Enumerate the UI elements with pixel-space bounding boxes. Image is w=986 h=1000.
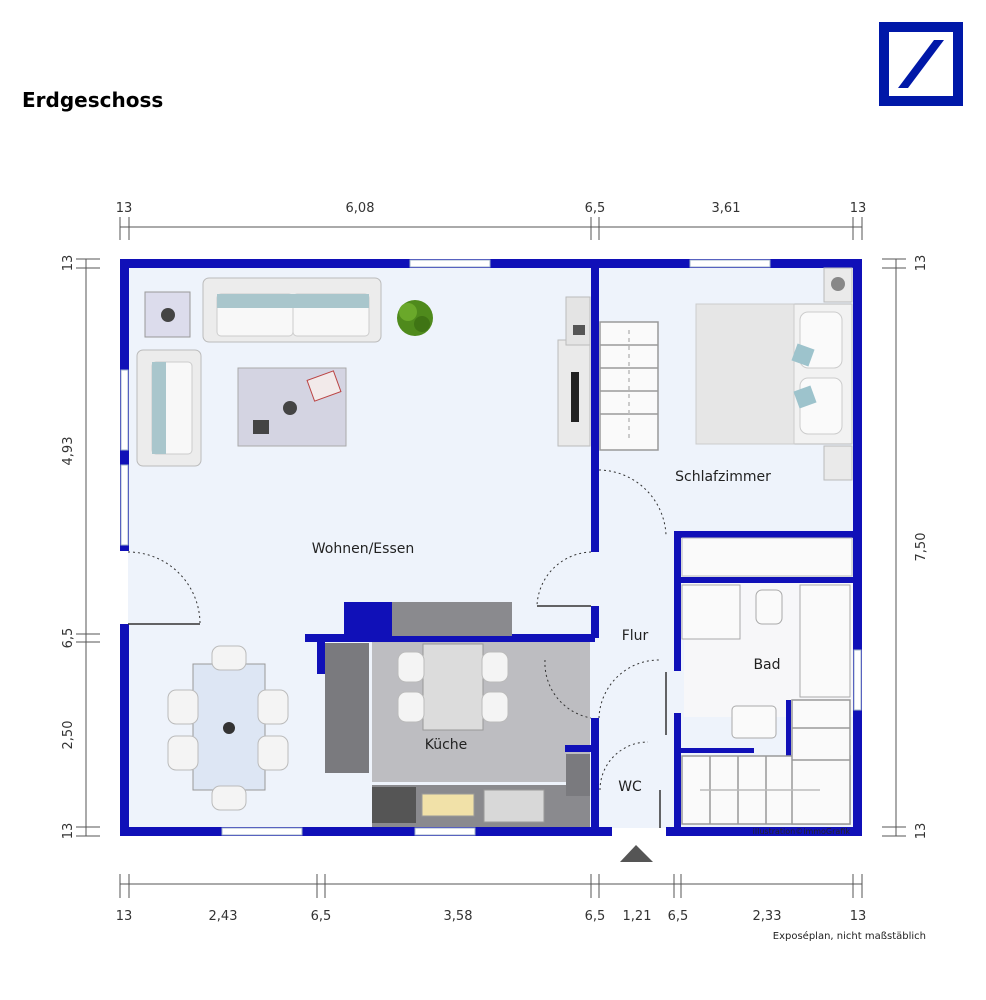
door-swings: [127, 469, 667, 791]
room-label-schlafzimmer: Schlafzimmer: [675, 469, 771, 485]
sofa-long: [202, 277, 382, 343]
rug-coffee-table: [237, 367, 347, 447]
bathtub: [799, 584, 851, 698]
dim-bottom-4: 3,58: [444, 909, 473, 924]
dim-bottom-1: 13: [116, 909, 133, 924]
tv-icon: [571, 372, 579, 422]
stairs-lower: [681, 699, 851, 825]
fruit-basket-icon: [421, 793, 475, 817]
room-label-flur: Flur: [622, 628, 649, 644]
dim-top-2: 6,08: [346, 201, 375, 216]
kitchen-counters: [325, 602, 590, 827]
room-label-kueche: Küche: [425, 737, 468, 753]
dim-top-4: 3,61: [712, 201, 741, 216]
plant-icon: [397, 300, 433, 336]
dim-right-3: 13: [914, 823, 929, 840]
dim-bottom-3: 6,5: [311, 909, 332, 924]
dim-top-5: 13: [850, 201, 867, 216]
shower: [681, 584, 741, 640]
stairs-upper: [599, 321, 659, 451]
dim-bottom-6: 1,21: [623, 909, 652, 924]
dim-left-2: 4,93: [61, 437, 76, 466]
dim-right-2: 7,50: [914, 533, 929, 562]
toilet-icon: [755, 589, 783, 625]
bath-fixtures: [681, 584, 851, 739]
washbasin-icon: [731, 705, 777, 739]
sofa-side: [136, 349, 202, 467]
entrance-arrow: [620, 845, 653, 862]
room-label-wc: WC: [618, 779, 642, 795]
tv-sideboard: [557, 296, 591, 447]
wardrobe: [681, 537, 853, 577]
dim-bottom-2: 2,43: [209, 909, 238, 924]
dim-bottom-9: 13: [850, 909, 867, 924]
door-leaves: [128, 605, 667, 828]
sink-icon: [483, 789, 545, 823]
room-label-wohnen: Wohnen/Essen: [312, 541, 414, 557]
dim-bottom-5: 6,5: [585, 909, 606, 924]
dim-bottom-7: 6,5: [668, 909, 689, 924]
oven-icon: [372, 787, 416, 823]
dim-right-1: 13: [914, 255, 929, 272]
dining-table: [167, 645, 289, 811]
double-bed: [695, 303, 853, 445]
kitchen-table: [397, 643, 509, 731]
dim-left-3: 6,5: [61, 628, 76, 649]
tablet-icon: [253, 420, 269, 434]
nightstand: [823, 267, 853, 481]
dim-left-5: 13: [61, 823, 76, 840]
page-title: Erdgeschoss: [22, 88, 163, 112]
dimension-lines: [76, 217, 906, 898]
dim-bottom-8: 2,33: [753, 909, 782, 924]
dim-left-1: 13: [61, 255, 76, 272]
windows: [120, 259, 862, 836]
side-table: [144, 291, 191, 338]
footnote: Exposéplan, nicht maßstäblich: [773, 930, 926, 942]
credit-text: illustration©immoGrafik: [753, 827, 851, 836]
dim-top-3: 6,5: [585, 201, 606, 216]
dim-left-4: 2,50: [61, 721, 76, 750]
bank-logo: [879, 22, 963, 106]
dim-top-1: 13: [116, 201, 133, 216]
room-label-bad: Bad: [753, 657, 780, 673]
